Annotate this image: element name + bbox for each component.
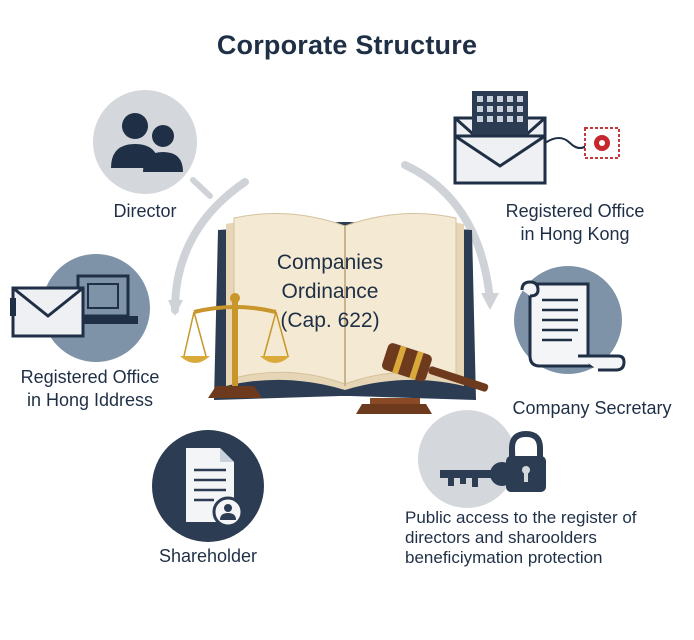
envelope-monitor-icon [10,274,138,338]
registered-office-hk-line2: in Hong Kong [520,224,630,244]
arc-left [171,178,249,314]
public-access-line3: beneficiymation protection [405,548,603,567]
director-label: Director [113,201,177,221]
envelope-building-icon [453,91,620,185]
arc-right [401,161,494,304]
ordinance-line3: (Cap. 622) [280,309,380,332]
gavel-icon [356,343,489,414]
scales-of-justice-icon [180,293,290,398]
key-lock-icon [440,430,546,492]
arc-left-arrow [168,300,183,316]
registered-office-addr-line1: Registered Office [20,367,160,387]
scroll-document-icon [520,280,626,372]
ordinance-line1: Companies [276,251,384,274]
shareholder-circle [152,430,264,542]
company-secretary-label: Company Secretary [512,398,672,418]
shareholder-label: Shareholder [158,546,258,566]
public-access-line2: directors and sharoolders [405,528,597,547]
ordinance-line2: Ordinance [281,280,379,303]
director-circle [93,90,197,194]
arc-right-arrow [481,293,499,310]
registered-office-hk-label: Registered Office in Hong Kong [480,200,670,246]
document-user-icon [186,448,244,528]
tick-left [190,177,213,199]
public-access-circle [418,410,516,508]
ordinance-title: Companies Ordinance (Cap. 622) [240,248,420,335]
registered-office-addr-line2: in Hong Iddress [26,390,154,410]
registered-office-addr-label: Registered Office in Hong Iddress [0,366,180,412]
people-icon [111,113,183,172]
diagram-title: Corporate Structure [216,30,478,60]
public-access-text: Public access to the register of directo… [405,508,690,568]
registered-office-hk-line1: Registered Office [505,201,645,221]
public-access-line1: Public access to the register of [405,508,637,527]
